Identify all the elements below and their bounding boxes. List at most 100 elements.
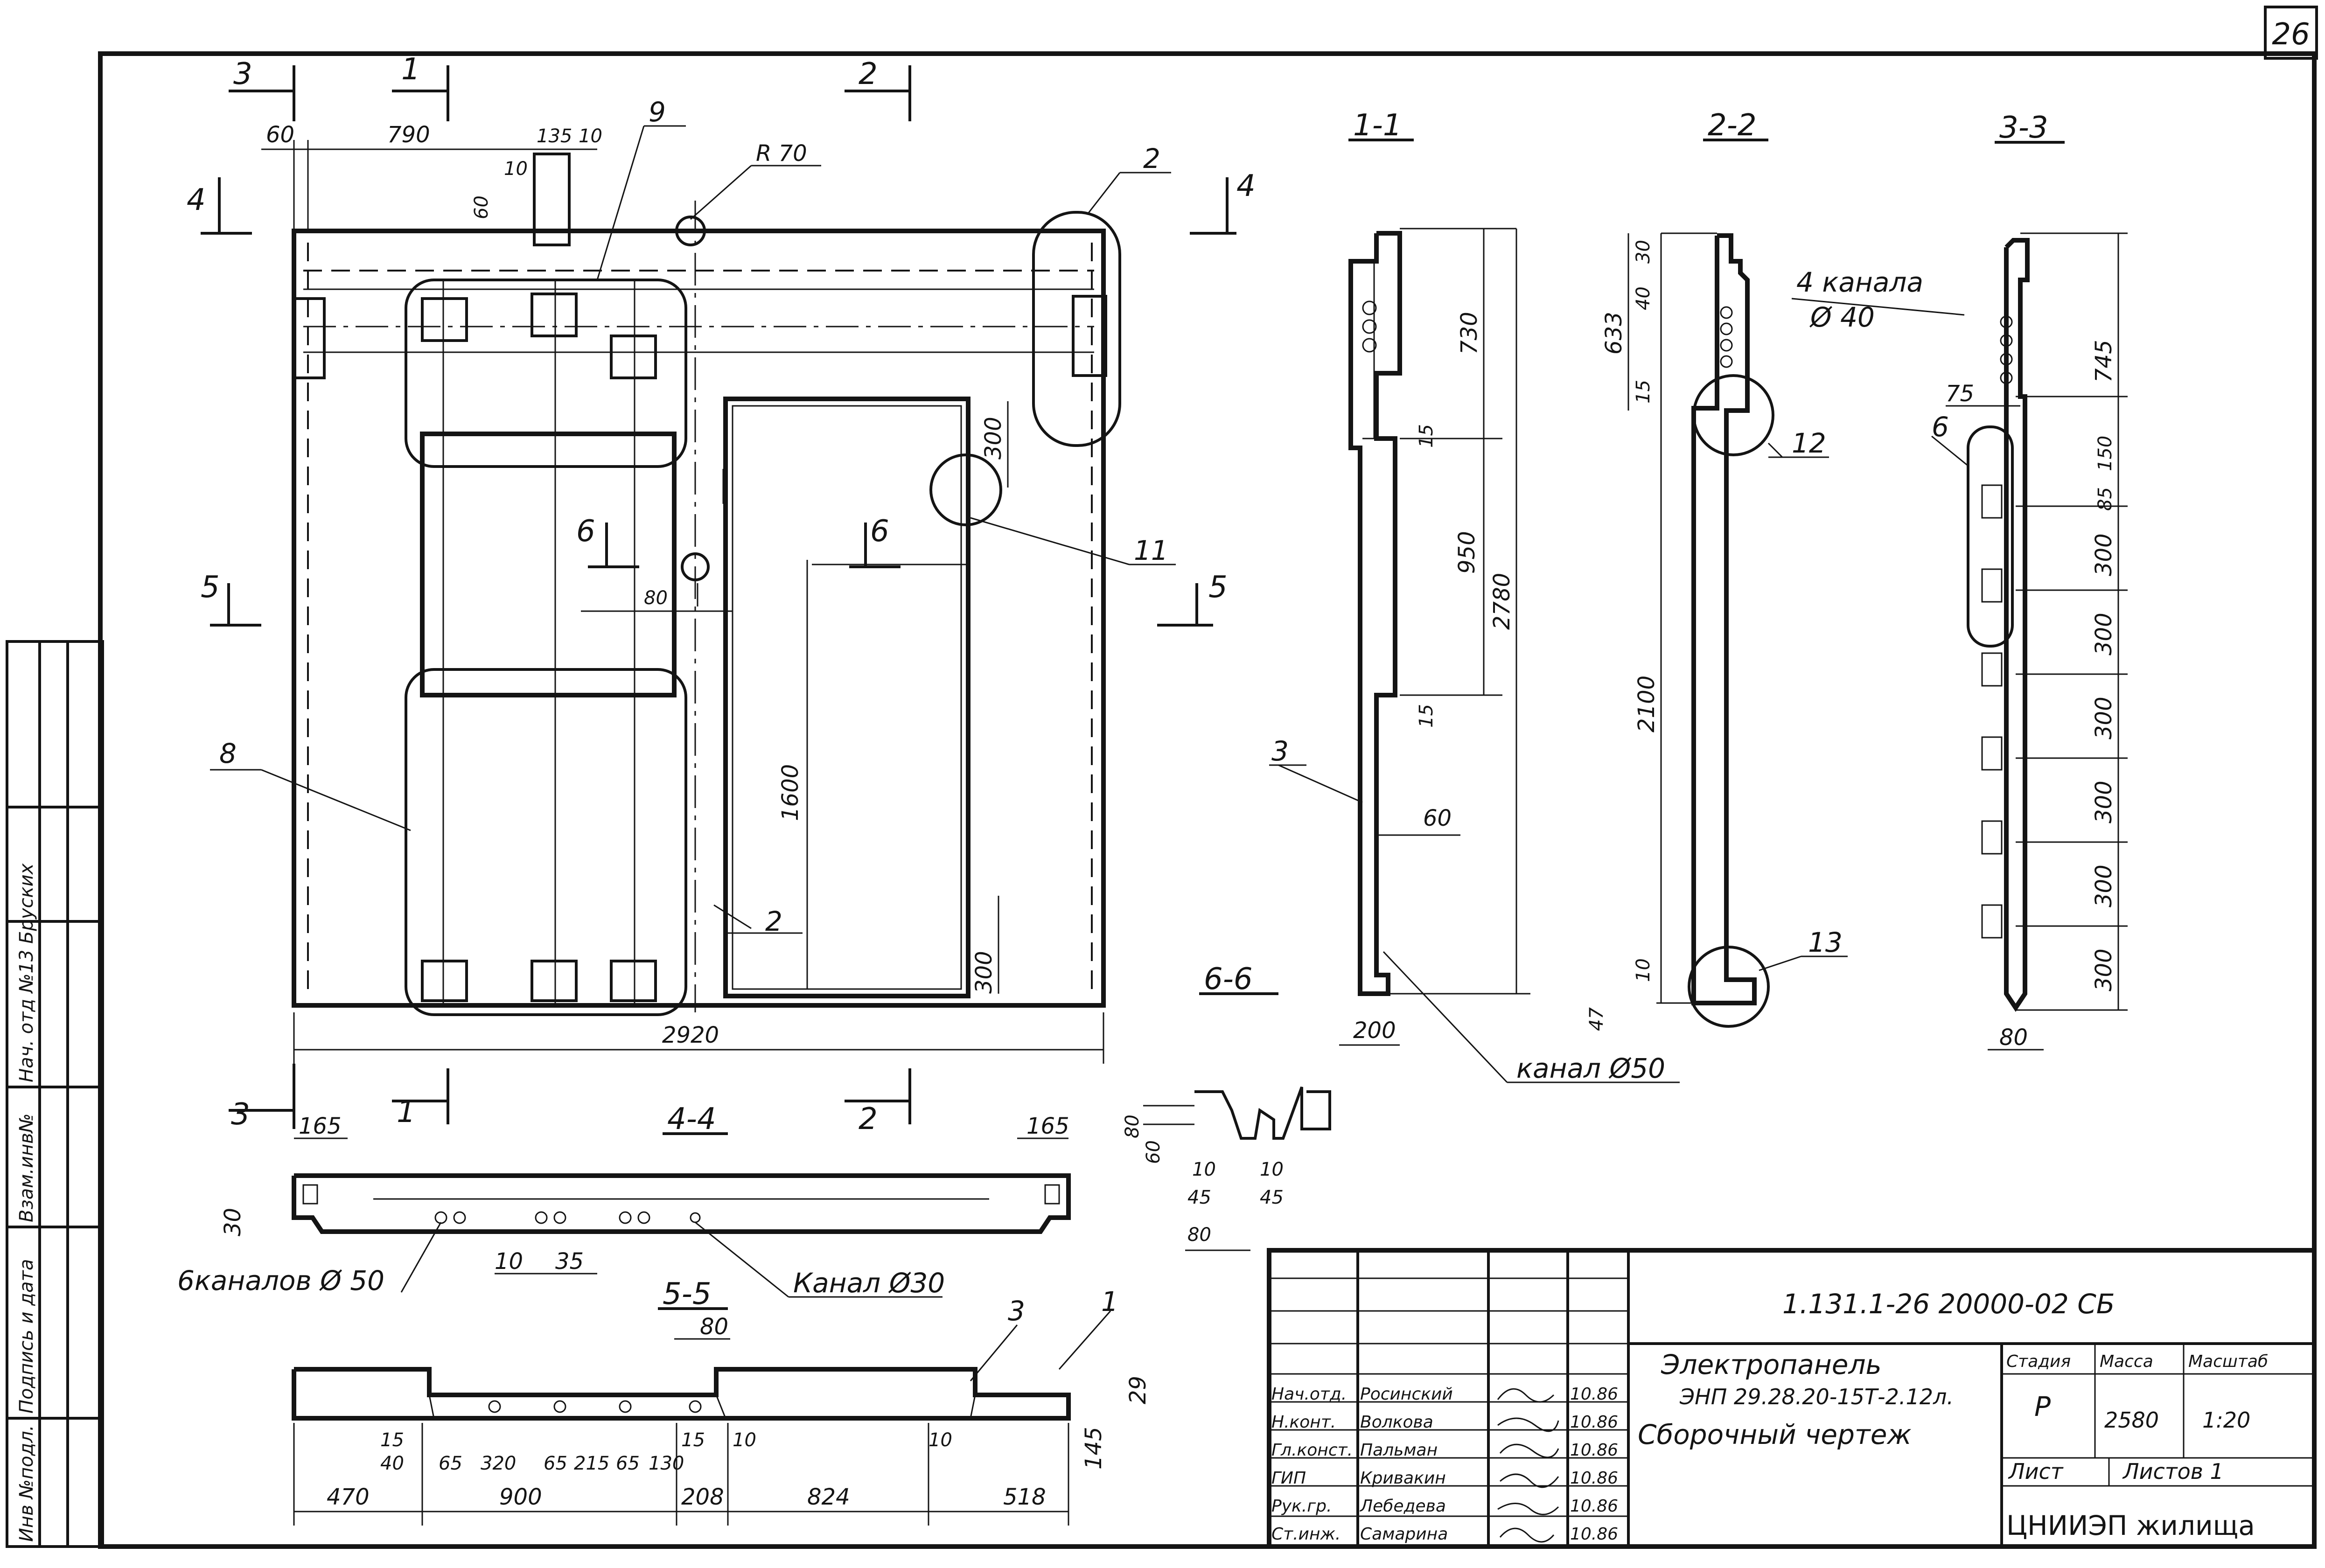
dim-10-s5a: 10 bbox=[733, 1429, 756, 1451]
dim-10-top: 10 bbox=[579, 125, 602, 147]
title-5-5: 5-5 bbox=[663, 1277, 712, 1311]
svg-text:10.86: 10.86 bbox=[1570, 1413, 1618, 1432]
stamp-inv-original: Инв №подл. bbox=[16, 1425, 37, 1542]
callout-2-door: 2 bbox=[765, 906, 782, 937]
dim-518: 518 bbox=[1003, 1484, 1046, 1510]
note-4-channels: 4 канала bbox=[1796, 266, 1923, 298]
dim-75: 75 bbox=[1946, 381, 1974, 407]
dim-150: 150 bbox=[2095, 436, 2116, 471]
callout-12-zone bbox=[1692, 374, 1774, 456]
signer-row: Нач.отд. Росинский 10.86 bbox=[1271, 1385, 1618, 1404]
stamp-replace-inv: Взам.инв№ bbox=[16, 1114, 37, 1222]
dim-165-right: 165 bbox=[1026, 1113, 1069, 1139]
section-1-1: 1-1 730 950 2780 15 15 60 200 3 канал Ø5… bbox=[1269, 108, 1680, 1084]
note-channel30: Канал Ø30 bbox=[793, 1267, 945, 1299]
dim-60-s6: 60 bbox=[1143, 1140, 1164, 1164]
note-phi40: Ø 40 bbox=[1809, 301, 1875, 333]
marker-3-top: 3 bbox=[233, 57, 252, 91]
elevation-callouts: 9 2 11 8 2 bbox=[210, 96, 1176, 937]
note-6-channels: 6каналов Ø 50 bbox=[177, 1265, 384, 1296]
title-2-2: 2-2 bbox=[1708, 108, 1757, 143]
dim-300-a: 300 bbox=[2091, 533, 2117, 576]
door-opening bbox=[723, 397, 970, 998]
tb-sheet-label: Лист bbox=[2008, 1459, 2064, 1484]
dim-15-a: 15 bbox=[1416, 424, 1437, 448]
dim-208: 208 bbox=[681, 1484, 724, 1510]
signer-row: Рук.гр. Лебедева 10.86 bbox=[1271, 1497, 1618, 1516]
dim-80-s5: 80 bbox=[700, 1314, 728, 1340]
tb-mass: 2580 bbox=[2104, 1408, 2159, 1433]
svg-text:Рук.гр.: Рук.гр. bbox=[1271, 1497, 1332, 1516]
marker-4-right: 4 bbox=[1236, 169, 1256, 203]
signature-mark bbox=[1499, 1527, 1555, 1543]
dim-80-s3: 80 bbox=[1999, 1024, 2028, 1051]
callout-11-zone bbox=[929, 453, 1002, 526]
tb-title-2: ЭНП 29.28.20-15Т-2.12л. bbox=[1679, 1384, 1954, 1409]
dim-165-left: 165 bbox=[299, 1113, 342, 1139]
svg-text:Лебедева: Лебедева bbox=[1359, 1497, 1446, 1516]
note-channel50: канал Ø50 bbox=[1516, 1052, 1665, 1084]
callout-6-zone bbox=[1967, 425, 2014, 648]
dim-300-b: 300 bbox=[2091, 613, 2117, 655]
section-4-4: 4-4 165 165 30 10 35 6каналов Ø 50 Канал… bbox=[177, 1102, 1071, 1299]
dim-215: 215 bbox=[574, 1453, 609, 1474]
dim-47: 47 bbox=[1586, 1007, 1607, 1031]
dim-824: 824 bbox=[807, 1484, 850, 1510]
dim-45-s6b: 45 bbox=[1260, 1187, 1284, 1208]
dim-45-s6a: 45 bbox=[1187, 1187, 1211, 1208]
dim-15-b: 15 bbox=[1416, 704, 1437, 728]
dim-300-d: 300 bbox=[2091, 781, 2117, 823]
title-3-3: 3-3 bbox=[1999, 111, 2048, 145]
callout-3-section: 3 bbox=[1271, 735, 1289, 767]
section-5-5: 5-5 80 29 145 3 1 15 40 65 320 65 215 65… bbox=[292, 1277, 1151, 1526]
section-6-6: 6-6 80 60 10 10 45 45 80 bbox=[1122, 962, 1331, 1251]
dim-300-e: 300 bbox=[2091, 864, 2117, 907]
dim-2780: 2780 bbox=[1489, 573, 1515, 630]
title-1-1: 1-1 bbox=[1353, 108, 1402, 143]
dim-745: 745 bbox=[2091, 340, 2117, 383]
marker-1-bottom: 1 bbox=[397, 1095, 416, 1129]
dim-80-s6b: 80 bbox=[1187, 1224, 1211, 1246]
svg-text:Пальман: Пальман bbox=[1360, 1441, 1438, 1460]
svg-text:10.86: 10.86 bbox=[1570, 1385, 1618, 1404]
callout-8-zone bbox=[405, 668, 687, 1016]
svg-text:Волкова: Волкова bbox=[1360, 1413, 1433, 1432]
signer-row: ГИП Кривакин 10.86 bbox=[1271, 1469, 1618, 1488]
callout-11: 11 bbox=[1134, 535, 1168, 566]
dim-30: 30 bbox=[1633, 240, 1654, 264]
marker-5-left: 5 bbox=[201, 570, 220, 605]
marker-6-right: 6 bbox=[870, 514, 889, 549]
marker-6-left: 6 bbox=[576, 514, 595, 549]
marker-2-top: 2 bbox=[859, 57, 878, 91]
signature-mark bbox=[1497, 1388, 1555, 1403]
dim-10-s6a: 10 bbox=[1192, 1159, 1216, 1180]
dim-80-door: 80 bbox=[644, 587, 668, 609]
tb-col-stage: Стадия bbox=[2006, 1352, 2071, 1371]
svg-text:Самарина: Самарина bbox=[1360, 1525, 1448, 1544]
window-opening bbox=[420, 432, 677, 697]
signer-row: Н.конт. Волкова 10.86 bbox=[1271, 1413, 1618, 1432]
dim-900: 900 bbox=[499, 1484, 542, 1510]
marker-4-left: 4 bbox=[187, 183, 206, 217]
svg-text:Ст.инж.: Ст.инж. bbox=[1271, 1525, 1341, 1544]
dim-60-lug: 60 bbox=[471, 195, 492, 219]
dim-80-s6: 80 bbox=[1122, 1115, 1143, 1138]
callout-12: 12 bbox=[1792, 427, 1826, 459]
svg-text:Н.конт.: Н.конт. bbox=[1271, 1413, 1336, 1432]
dim-65-b: 65 bbox=[544, 1453, 567, 1474]
dim-10-s5b: 10 bbox=[929, 1429, 952, 1451]
tb-title-3: Сборочный чертеж bbox=[1638, 1419, 1912, 1450]
callout-6: 6 bbox=[1932, 411, 1949, 443]
dim-1600: 1600 bbox=[777, 764, 803, 821]
dim-40: 40 bbox=[1633, 286, 1654, 310]
tb-col-scale: Масштаб bbox=[2188, 1352, 2268, 1371]
panel-elevation: 2920 60 790 135 10 10 60 R 70 80 300 300… bbox=[261, 122, 1121, 1064]
dim-730: 730 bbox=[1456, 312, 1482, 355]
title-4-4: 4-4 bbox=[667, 1102, 716, 1136]
dim-2100: 2100 bbox=[1634, 676, 1660, 732]
signer-row: Ст.инж. Самарина 10.86 bbox=[1271, 1525, 1618, 1544]
stamp-dept: Нач. отд №13 Бруских bbox=[16, 863, 37, 1082]
signature-mark bbox=[1497, 1503, 1559, 1515]
marker-2-bottom: 2 bbox=[859, 1102, 878, 1136]
